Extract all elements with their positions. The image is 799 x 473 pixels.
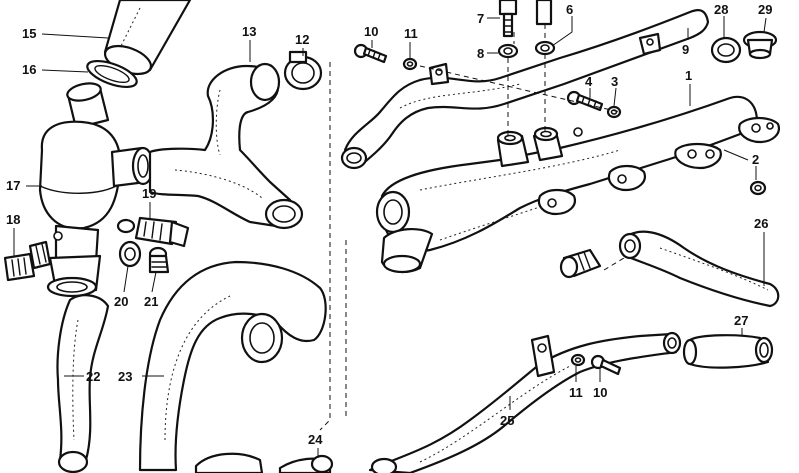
washer-part-28	[710, 36, 742, 64]
callout-3: 3	[611, 74, 618, 89]
washer-part-11-bottom	[570, 353, 586, 367]
callout-17: 17	[6, 178, 20, 193]
callout-20: 20	[114, 294, 128, 309]
bolt-part-10-top	[353, 43, 388, 64]
y-hose-part-13	[148, 62, 304, 230]
plug-part-21	[148, 246, 170, 274]
hose-part-26	[559, 230, 780, 308]
callout-12: 12	[295, 32, 309, 47]
callout-19: 19	[142, 186, 156, 201]
callout-7: 7	[477, 11, 484, 26]
washer-part-20	[118, 240, 142, 268]
callout-15: 15	[22, 26, 36, 41]
callout-2: 2	[752, 152, 759, 167]
callout-4: 4	[585, 74, 593, 89]
pipe-part-9	[340, 9, 710, 170]
bolt-part-7	[498, 0, 518, 38]
callout-27: 27	[734, 313, 748, 328]
clamp-part-16	[86, 59, 138, 89]
callout-6: 6	[566, 2, 573, 17]
bolt-part-10-bottom	[590, 354, 622, 376]
callout-13: 13	[242, 24, 256, 39]
callout-21: 21	[144, 294, 158, 309]
callout-26: 26	[754, 216, 768, 231]
washer-part-3	[606, 105, 622, 119]
callout-11-top: 11	[404, 26, 418, 41]
callout-28: 28	[714, 2, 728, 17]
callout-24: 24	[308, 432, 323, 447]
callout-29: 29	[758, 2, 772, 17]
callout-1: 1	[685, 68, 692, 83]
hose-part-24	[194, 452, 334, 473]
bolt-part-7b	[535, 0, 553, 26]
distributor-pipe-part-1	[375, 95, 780, 274]
plug-part-29	[742, 30, 778, 60]
washer-part-6	[534, 40, 556, 56]
callout-18: 18	[6, 212, 20, 227]
leader-lines	[13, 16, 767, 458]
callout-23: 23	[118, 369, 132, 384]
sleeve-part-27	[682, 334, 774, 369]
washer-part-2	[749, 180, 767, 196]
washer-part-8	[497, 43, 519, 59]
callout-25: 25	[500, 413, 514, 428]
sensor-part-18	[3, 240, 52, 282]
callout-labels: 15 16 17 18 13 12 19 20 21 22 23 24 10 1…	[6, 2, 772, 447]
callout-11-bottom: 11	[569, 385, 583, 400]
callout-16: 16	[22, 62, 36, 77]
washer-part-11-top	[402, 57, 418, 71]
sensor-part-19	[116, 216, 190, 248]
callout-9: 9	[682, 42, 689, 57]
hose-part-23	[138, 260, 327, 472]
callout-10-bottom: 10	[593, 385, 607, 400]
clamp-part-12	[283, 50, 323, 91]
callout-22: 22	[86, 369, 100, 384]
pipe-part-25	[368, 331, 682, 473]
callout-10-top: 10	[364, 24, 378, 39]
callout-8: 8	[477, 46, 484, 61]
assembly-lines	[319, 24, 625, 431]
